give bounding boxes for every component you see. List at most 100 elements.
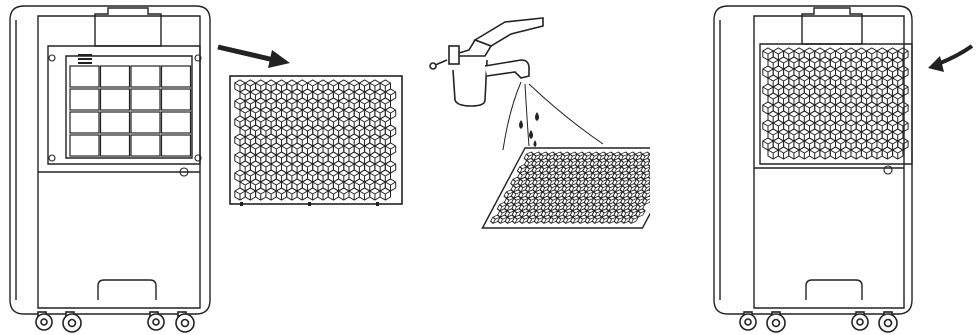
filter-cell-edge bbox=[307, 190, 319, 200]
filter-cell-edge bbox=[291, 181, 303, 191]
filter-cell-edge bbox=[809, 149, 821, 159]
filter-cell-edge bbox=[307, 154, 319, 164]
filter-cell-edge bbox=[549, 197, 558, 205]
filter-cell-edge bbox=[620, 166, 629, 173]
filter-cell-edge bbox=[615, 216, 624, 224]
filter-cell-edge bbox=[525, 153, 534, 161]
filter-cell-edge bbox=[492, 216, 501, 224]
filter-cell-edge bbox=[307, 136, 319, 146]
filter-cell-edge bbox=[234, 172, 246, 182]
filter-cell-edge bbox=[563, 178, 572, 186]
filter-cell-edge bbox=[585, 197, 594, 205]
filter-cell-edge bbox=[835, 50, 847, 60]
filter-cell-edge bbox=[798, 77, 810, 87]
filter-cell-edge bbox=[286, 136, 298, 146]
filter-cell-edge bbox=[296, 190, 308, 200]
filter-cell-edge bbox=[542, 204, 551, 211]
filter-grid-cell bbox=[130, 111, 161, 134]
filter-cell-edge bbox=[871, 77, 883, 87]
filter-cell-edge bbox=[379, 82, 391, 92]
filter-cell-edge bbox=[499, 204, 507, 211]
filter-cell-edge bbox=[343, 163, 355, 173]
filter-grid-cell bbox=[99, 88, 131, 111]
filter-cell-edge bbox=[353, 109, 365, 119]
filter-cell-edge bbox=[379, 154, 391, 164]
filter-cell-edge bbox=[506, 216, 515, 224]
filter-cell-edge bbox=[767, 113, 779, 123]
filter-cell-edge bbox=[348, 136, 360, 146]
filter-cell-edge bbox=[887, 122, 899, 132]
filter-cell-edge bbox=[520, 185, 528, 192]
filter-cell-edge bbox=[897, 86, 909, 96]
filter-cell-edge bbox=[585, 185, 594, 192]
filter-cell-edge bbox=[881, 131, 893, 141]
filter-cell-edge bbox=[542, 191, 550, 199]
filter-grid-cell bbox=[99, 111, 131, 134]
filter-cell-edge bbox=[621, 172, 629, 180]
filter-cell-edge bbox=[593, 197, 602, 205]
filter-cell-edge bbox=[239, 91, 251, 101]
filter-cell-edge bbox=[260, 145, 272, 155]
filter-cell-edge bbox=[555, 172, 564, 180]
filter-cell-edge bbox=[570, 172, 579, 180]
filter-cell-edge bbox=[564, 204, 573, 211]
filter-cell-edge bbox=[607, 191, 616, 199]
filter-cell-edge bbox=[772, 68, 784, 78]
filter-cell-edge bbox=[788, 131, 800, 141]
filter-cell-edge bbox=[793, 122, 805, 132]
filter-cell-edge bbox=[540, 153, 549, 161]
filter-cell-edge bbox=[265, 100, 277, 110]
filter-cell-edge bbox=[871, 59, 883, 69]
filter-cell-edge bbox=[526, 160, 534, 167]
filter-cell-edge bbox=[563, 191, 572, 199]
filter-cell-edge bbox=[629, 185, 637, 192]
filter-cell-edge bbox=[556, 191, 565, 199]
filter-cell-edge bbox=[296, 118, 308, 128]
filter-cell-edge bbox=[824, 86, 836, 96]
filter-cell-edge bbox=[767, 131, 779, 141]
filter-cell-edge bbox=[317, 136, 329, 146]
filter-cell-edge bbox=[244, 172, 256, 182]
filter-cell-edge bbox=[804, 104, 815, 114]
filter-cell-edge bbox=[876, 50, 888, 60]
filter-cell-edge bbox=[333, 181, 345, 191]
filter-cell-edge bbox=[840, 95, 852, 105]
filter-cell-edge bbox=[798, 113, 810, 123]
filter-removed bbox=[212, 0, 407, 220]
filter-cell-edge bbox=[270, 163, 282, 173]
filter-cell-edge bbox=[586, 204, 594, 211]
filter-cell-edge bbox=[814, 50, 826, 60]
filter-cell-edge bbox=[557, 216, 566, 224]
filter-cell-edge bbox=[613, 153, 621, 161]
filter-cell-edge bbox=[592, 185, 601, 192]
filter-cell-edge bbox=[892, 77, 904, 87]
filter-cell-edge bbox=[385, 145, 396, 155]
filter-cell-edge bbox=[255, 136, 267, 146]
filter-cell-edge bbox=[265, 154, 277, 164]
filter-cell-edge bbox=[348, 190, 360, 200]
filter-cell-edge bbox=[255, 154, 267, 164]
filter-cell-edge bbox=[541, 185, 550, 192]
filter-cell-edge bbox=[592, 178, 601, 186]
filter-cell-edge bbox=[312, 127, 324, 137]
filter-cell-edge bbox=[369, 136, 381, 146]
filter-cell-edge bbox=[845, 104, 857, 114]
filter-cell-edge bbox=[549, 204, 558, 211]
filter-cell-edge bbox=[824, 104, 836, 114]
filter-cell-edge bbox=[505, 191, 514, 199]
filter-cell-edge bbox=[892, 149, 904, 159]
filter-cell-edge bbox=[830, 113, 841, 123]
filter-cell-edge bbox=[887, 86, 899, 96]
filter-cell bbox=[647, 151, 650, 161]
filter-cell-edge bbox=[317, 190, 329, 200]
filter-pull-out-icon bbox=[217, 44, 403, 206]
filter-cell-edge bbox=[599, 178, 608, 186]
filter-cell-edge bbox=[343, 145, 355, 155]
filter-cell-edge bbox=[276, 118, 287, 128]
filter-cell-edge bbox=[637, 210, 646, 218]
filter-cell-edge bbox=[343, 109, 355, 119]
filter-cell-edge bbox=[636, 185, 645, 192]
filter-cell-edge bbox=[343, 181, 355, 191]
filter-cell-edge bbox=[291, 91, 303, 101]
filter-cell-edge bbox=[897, 122, 909, 132]
